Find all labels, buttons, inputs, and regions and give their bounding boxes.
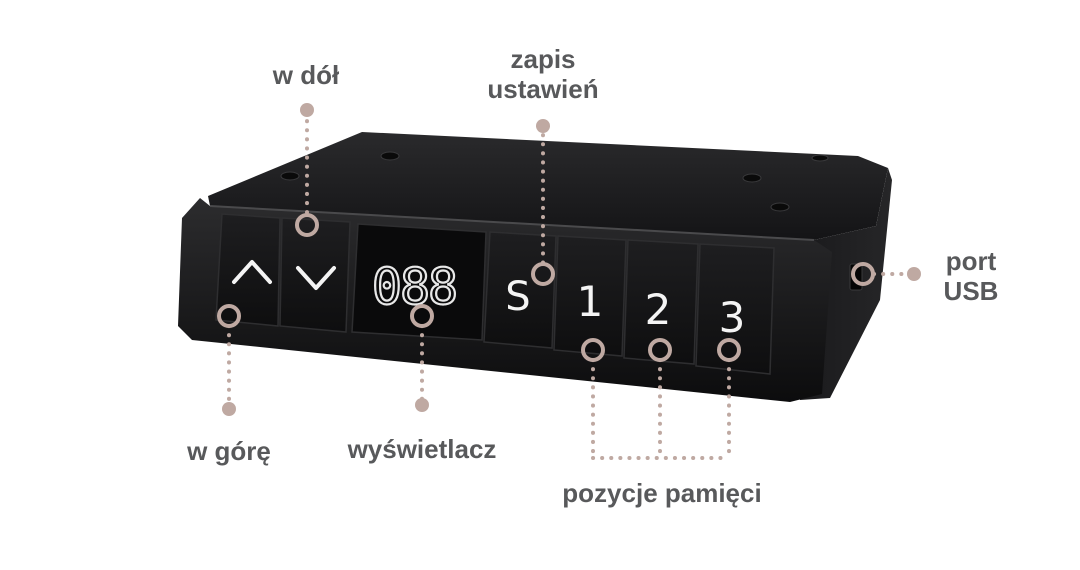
memory-1-label: 1: [577, 277, 604, 326]
device-top: [208, 132, 888, 240]
display-panel: [351, 223, 487, 341]
memory-2-button[interactable]: [623, 239, 699, 365]
memory-1-button[interactable]: [553, 235, 627, 357]
memory-2-label: 2: [645, 285, 672, 334]
chevron-up-icon: [232, 260, 272, 284]
mounting-holes: [280, 151, 829, 212]
button-panel: [215, 213, 775, 375]
memory-3-button[interactable]: [695, 243, 775, 375]
label-memory-positions: pozycje pamięci: [534, 478, 790, 508]
up-button[interactable]: [215, 213, 281, 327]
memory-3-label: 3: [719, 293, 746, 342]
label-up-text: w górę: [187, 436, 271, 466]
label-port-line2: USB: [943, 276, 999, 306]
label-save-line2: ustawień: [487, 74, 599, 104]
callout-markers: [217, 103, 921, 416]
callout-lines: [227, 110, 914, 460]
label-down: w dół: [246, 60, 366, 90]
chevron-down-icon: [296, 266, 336, 290]
down-button[interactable]: [279, 217, 351, 333]
save-button[interactable]: [483, 231, 557, 349]
save-button-label: S: [505, 274, 530, 320]
label-memory-text: pozycje pamięci: [562, 478, 762, 508]
label-save-settings: zapis ustawień: [463, 44, 623, 104]
label-usb-port: port USB: [926, 246, 1016, 306]
label-port-line1: port: [945, 246, 997, 276]
label-save-line1: zapis: [510, 44, 576, 74]
label-up: w górę: [160, 436, 298, 466]
label-down-text: w dół: [272, 60, 340, 90]
label-display-text: wyświetlacz: [347, 434, 497, 464]
label-display: wyświetlacz: [330, 434, 514, 464]
